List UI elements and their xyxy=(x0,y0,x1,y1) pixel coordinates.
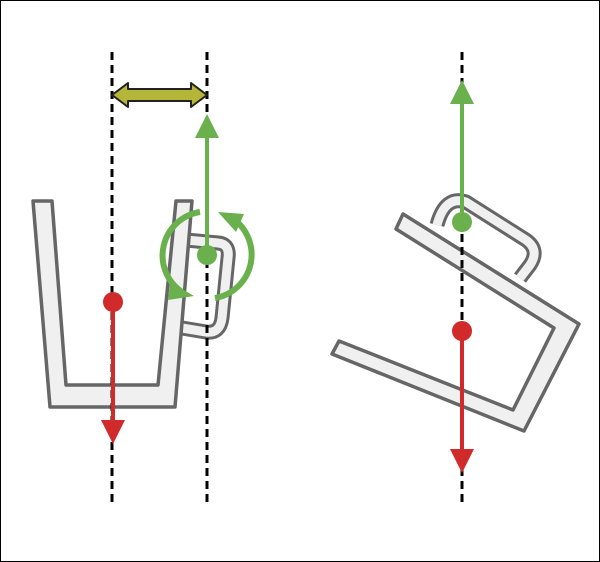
pivot-point xyxy=(197,245,217,265)
cup-body xyxy=(330,212,581,433)
cup-handle xyxy=(429,193,542,283)
pivot-point xyxy=(452,212,472,232)
center-of-mass-point xyxy=(103,292,123,312)
right-panel xyxy=(330,52,581,505)
left-panel xyxy=(31,52,255,505)
torque-rotation-arrows xyxy=(159,209,255,301)
center-of-mass-point xyxy=(452,321,472,341)
cup-handle xyxy=(180,232,236,340)
offset-double-arrow xyxy=(111,82,208,108)
